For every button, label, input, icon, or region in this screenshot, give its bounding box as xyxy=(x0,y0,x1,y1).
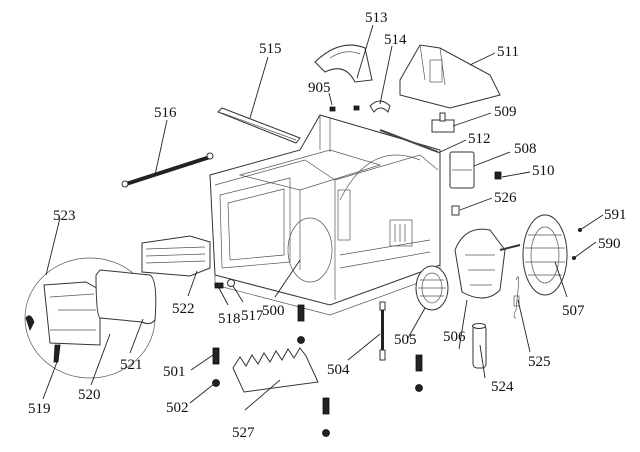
label-504: 504 xyxy=(327,362,350,378)
part-522-filter xyxy=(141,235,211,277)
part-518-pin xyxy=(214,282,224,289)
part-516-rod xyxy=(121,152,214,188)
label-511: 511 xyxy=(497,44,519,60)
part-510-connector xyxy=(494,171,502,180)
label-590: 590 xyxy=(598,236,621,252)
label-512: 512 xyxy=(468,131,491,147)
label-521: 519 xyxy=(28,401,51,417)
part-509-block xyxy=(431,112,455,133)
part-508-module xyxy=(449,151,475,189)
part-505-fan-wheel xyxy=(415,265,449,311)
label-501: 501 xyxy=(163,364,186,380)
part-506-motor xyxy=(454,228,521,299)
label-525: 525 xyxy=(528,354,551,370)
part-525-spring xyxy=(513,276,520,319)
label-500: 500 xyxy=(262,303,285,319)
part-527-comb xyxy=(232,347,319,393)
part-515-gasket xyxy=(217,107,301,144)
part-512-rod xyxy=(379,129,439,153)
label-502: 502 xyxy=(166,400,189,416)
label-515: 515 xyxy=(259,41,282,57)
part-514-clip xyxy=(369,100,391,113)
part-524-tube xyxy=(472,323,487,369)
label-523: 523 xyxy=(53,208,76,224)
label-508: 508 xyxy=(514,141,537,157)
label-506: 506 xyxy=(443,329,466,345)
part-504-bolt xyxy=(379,301,386,361)
part-507-fan-wheel xyxy=(522,214,568,296)
label-905: 905 xyxy=(308,80,331,96)
part-502-nuts xyxy=(212,336,423,437)
label-519: 521 xyxy=(120,357,143,373)
label-513: 513 xyxy=(365,10,388,26)
label-520: 520 xyxy=(78,387,101,403)
label-507: 507 xyxy=(562,303,585,319)
part-513-cover xyxy=(314,44,373,83)
label-516: 516 xyxy=(154,105,177,121)
part-500-housing xyxy=(209,114,441,316)
part-517-washer xyxy=(227,279,235,287)
label-510: 510 xyxy=(532,163,555,179)
label-524: 524 xyxy=(491,379,514,395)
label-505: 505 xyxy=(394,332,417,348)
part-511-bracket xyxy=(399,44,501,109)
label-514: 514 xyxy=(384,32,407,48)
label-517: 517 xyxy=(241,308,264,324)
part-526-plate xyxy=(451,205,460,216)
leader-lines xyxy=(42,24,604,411)
part-501-screws xyxy=(212,304,423,415)
label-526: 526 xyxy=(494,190,517,206)
part-905-screws xyxy=(329,105,360,112)
part-523-detail-group xyxy=(24,257,157,379)
label-527: 527 xyxy=(232,425,255,441)
label-522: 522 xyxy=(172,301,195,317)
label-518: 518 xyxy=(218,311,241,327)
label-591: 591 xyxy=(604,207,627,223)
label-509: 509 xyxy=(494,104,517,120)
